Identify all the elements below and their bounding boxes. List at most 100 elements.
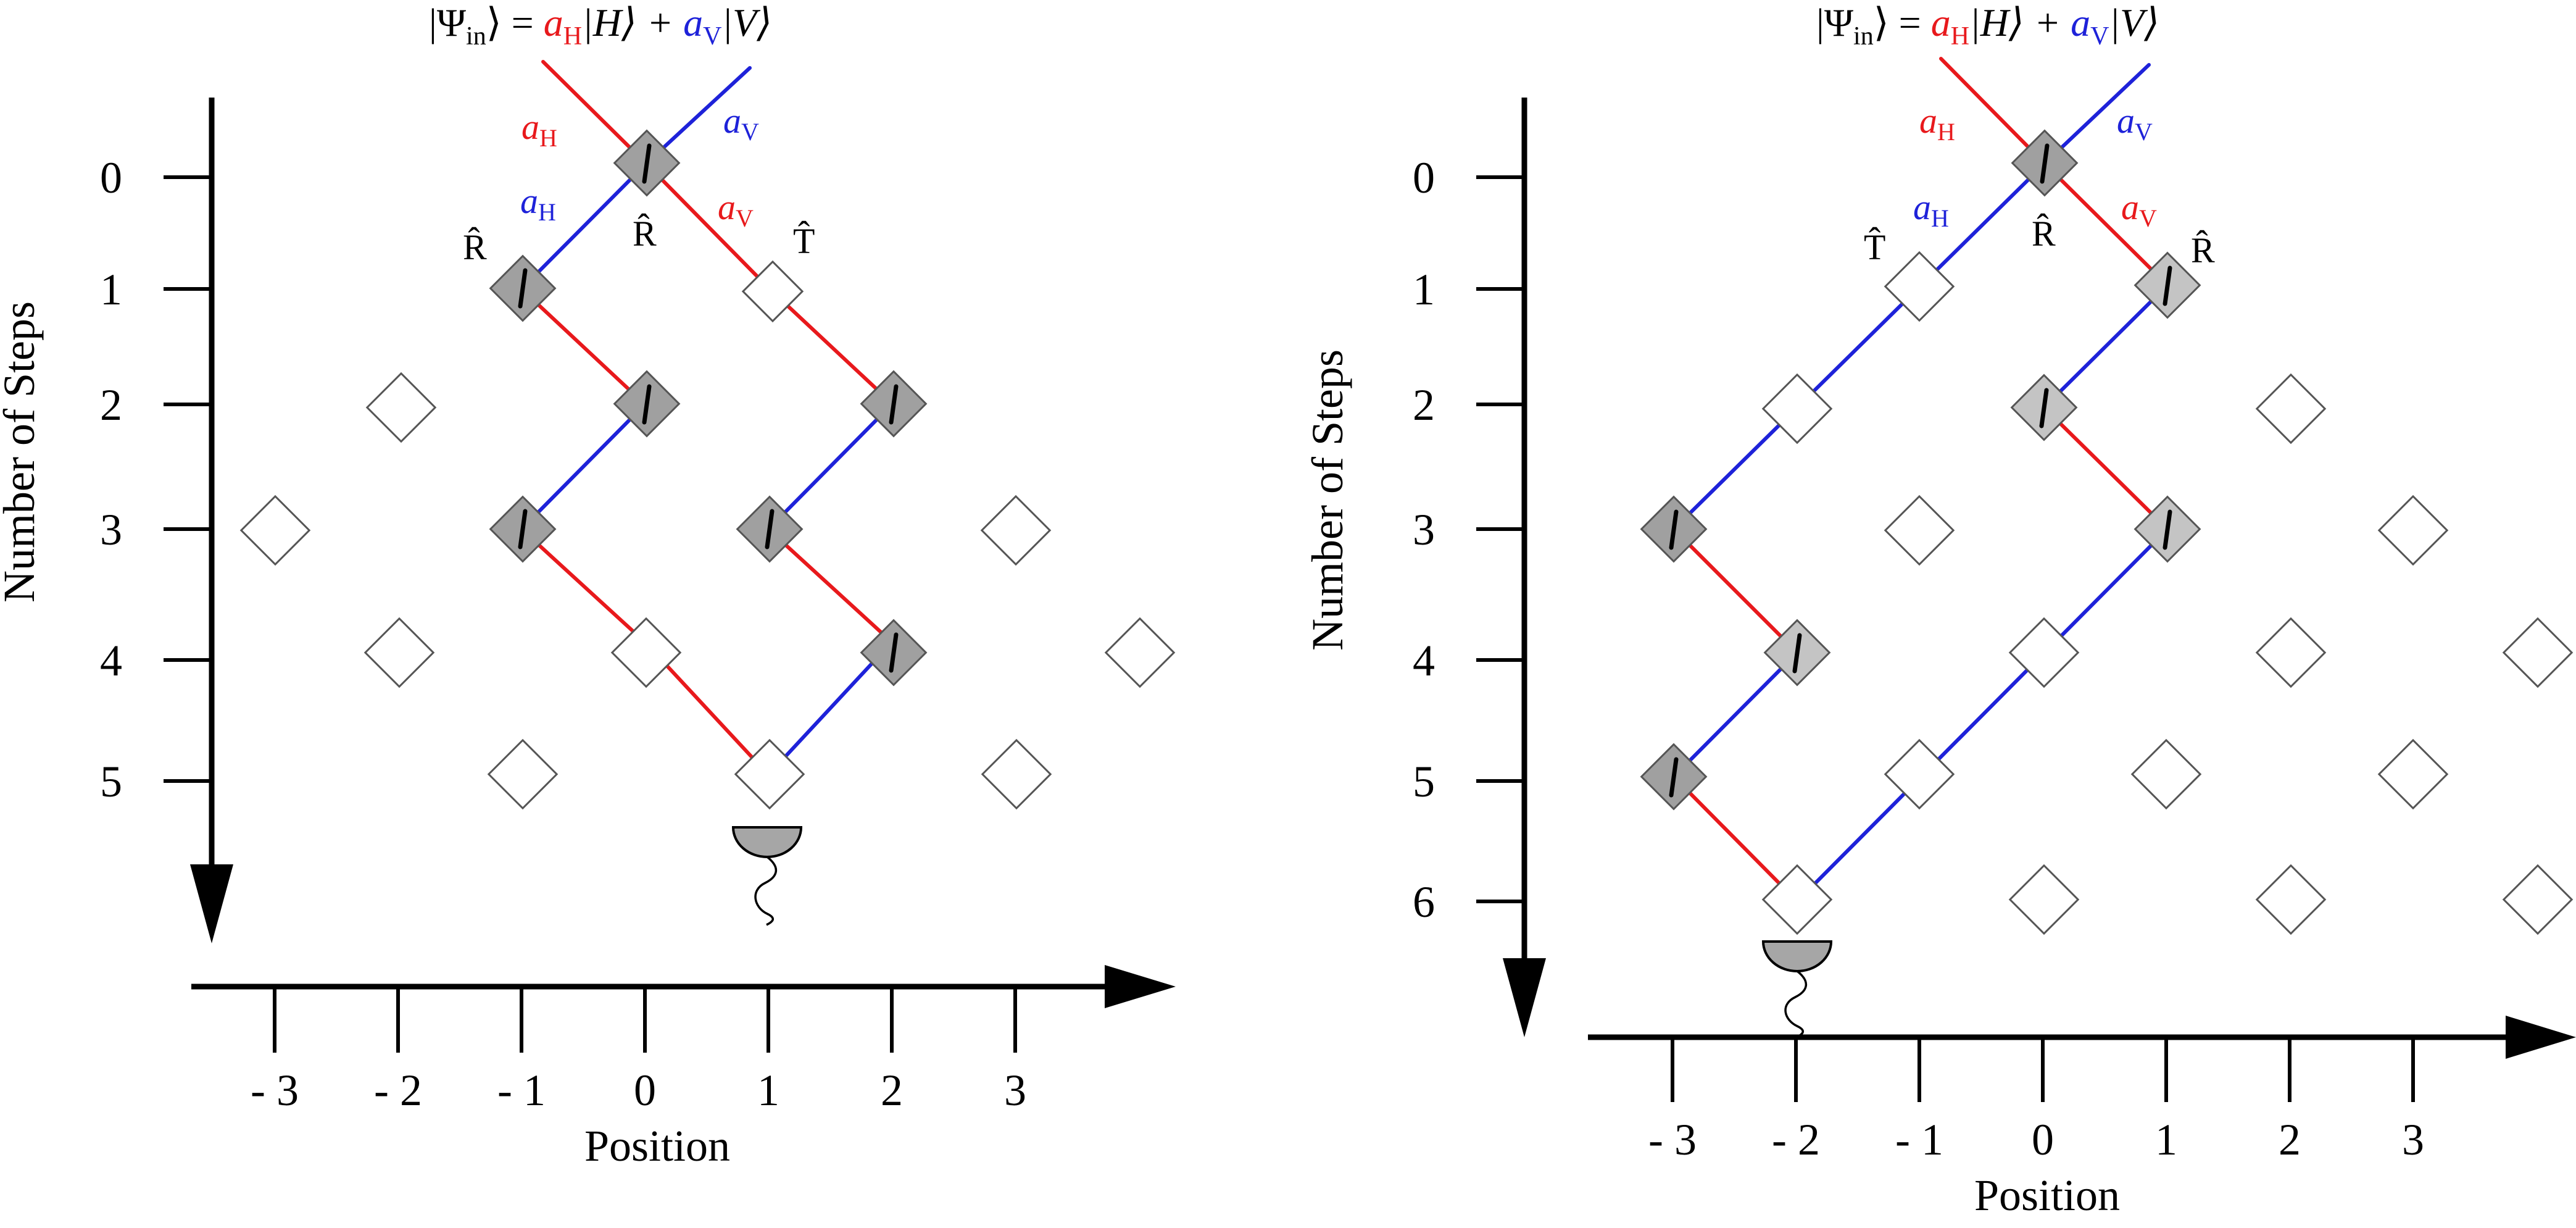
position-label: - 1 (497, 1066, 546, 1115)
lattice-site (981, 738, 1052, 810)
position-label: - 3 (1648, 1115, 1697, 1164)
detector-icon (1761, 940, 1833, 972)
operator-labels-left: R̂ R̂ T̂ (463, 214, 815, 267)
lattice-site (2377, 495, 2449, 566)
position-label: 2 (881, 1066, 903, 1115)
position-axis-arrowhead-left (1105, 965, 1176, 1008)
lattice-site (1104, 617, 1176, 688)
operator-T-label: T̂ (1864, 227, 1885, 267)
lattice-site (2008, 864, 2080, 935)
step-label: 1 (100, 265, 122, 314)
lattice-site (1761, 373, 1833, 445)
amp-label-aV-blue: aV (2117, 101, 2153, 146)
lattice-site (2502, 864, 2574, 935)
lattice-site (2255, 864, 2327, 935)
position-label: 0 (2032, 1115, 2054, 1164)
amp-label-aH-blue: aH (1913, 187, 1949, 232)
operator-R-label: R̂ (2032, 214, 2056, 254)
step-label: 3 (100, 505, 122, 554)
position-label: - 2 (374, 1066, 422, 1115)
state-equation-right: |Ψin⟩ = aH|H⟩ + aV|V⟩ (1816, 1, 2159, 51)
step-label: 6 (1413, 877, 1435, 927)
lattice-site (741, 260, 804, 323)
step-ticks-left (164, 175, 213, 783)
position-tick-labels-right: - 3 - 2 - 1 0 1 2 3 (1648, 1115, 2424, 1164)
operator-R-label: R̂ (463, 227, 487, 267)
lattice-site (1884, 251, 1955, 322)
lattice-site (2255, 617, 2327, 688)
lattice-site (1761, 864, 1833, 935)
position-label: - 1 (1895, 1115, 1943, 1164)
operator-R-label: R̂ (2191, 230, 2215, 270)
step-label: 0 (1413, 153, 1435, 203)
position-label: - 2 (1772, 1115, 1820, 1164)
position-axis-arrowhead-right (2506, 1016, 2576, 1059)
lattice-site (364, 617, 435, 688)
amp-label-aV-blue: aV (723, 101, 759, 146)
step-label: 2 (1413, 380, 1435, 430)
position-ticks-left (273, 987, 1017, 1053)
beam-paths-left (520, 60, 895, 777)
amp-label-aV-red: aV (718, 187, 754, 232)
panel-right: |Ψin⟩ = aH|H⟩ + aV|V⟩ 0 1 2 3 4 5 6 Numb… (1303, 1, 2576, 1220)
amp-label-aH-red: aH (1919, 101, 1955, 146)
state-equation-left: |Ψin⟩ = aH|H⟩ + aV|V⟩ (429, 1, 772, 51)
lattice-site (610, 617, 682, 688)
lattice-site (980, 495, 1052, 566)
operator-labels-right: T̂ R̂ R̂ (1864, 214, 2215, 270)
position-label: 1 (2155, 1115, 2177, 1164)
y-axis-title-right: Number of Steps (1303, 349, 1352, 651)
lattice-site (1884, 495, 1955, 566)
step-label: 5 (100, 757, 122, 806)
step-label: 1 (1413, 265, 1435, 314)
operator-R-label: R̂ (633, 214, 657, 254)
step-label: 4 (100, 636, 122, 685)
position-tick-labels-left: - 3 - 2 - 1 0 1 2 3 (251, 1066, 1026, 1115)
lattice-site (2502, 617, 2574, 688)
operator-T-label: T̂ (793, 221, 815, 261)
lattice-site (487, 738, 559, 810)
amp-label-aH-red: aH (521, 107, 557, 152)
red-beam (1939, 57, 2046, 165)
red-beam (541, 60, 648, 165)
lattice-site (2130, 738, 2202, 810)
step-axis-arrowhead-left (190, 864, 233, 943)
empty-nodes-left (239, 260, 1176, 810)
lattice-site (2377, 738, 2449, 810)
empty-nodes-right (1761, 251, 2574, 935)
position-ticks-right (1671, 1037, 2415, 1102)
step-axis-arrowhead-right (1503, 958, 1546, 1037)
step-tick-labels-right: 0 1 2 3 4 5 6 (1413, 153, 1435, 927)
amp-label-aV-red: aV (2121, 187, 2157, 232)
detector-cable (1784, 970, 1808, 1038)
step-label: 2 (100, 380, 122, 430)
step-ticks-right (1476, 175, 1524, 903)
position-label: 1 (757, 1066, 779, 1115)
lattice-site (2255, 373, 2327, 445)
step-label: 4 (1413, 636, 1435, 685)
x-axis-title-right: Position (1974, 1171, 2120, 1220)
position-label: 2 (2279, 1115, 2301, 1164)
detector-cable (754, 856, 778, 926)
amplitude-labels-right: aH aV aH aV (1913, 101, 2157, 232)
detector-right (1761, 940, 1833, 1038)
step-label: 0 (100, 153, 122, 203)
position-label: 0 (634, 1066, 656, 1115)
lattice-site (239, 495, 311, 566)
lattice-site (365, 372, 437, 443)
position-label: 3 (2402, 1115, 2424, 1164)
lattice-site (734, 738, 805, 810)
step-tick-labels-left: 0 1 2 3 4 5 (100, 153, 122, 806)
step-label: 3 (1413, 505, 1435, 554)
y-axis-title-left: Number of Steps (0, 301, 44, 603)
detector-left (731, 826, 803, 926)
step-label: 5 (1413, 757, 1435, 806)
active-nodes-right (1640, 129, 2201, 811)
x-axis-title-left: Position (584, 1121, 730, 1171)
detector-icon (731, 826, 803, 858)
lattice-site (2008, 617, 2080, 688)
lattice-site (1884, 738, 1955, 810)
amp-label-aH-blue: aH (520, 181, 556, 226)
position-label: 3 (1004, 1066, 1026, 1115)
